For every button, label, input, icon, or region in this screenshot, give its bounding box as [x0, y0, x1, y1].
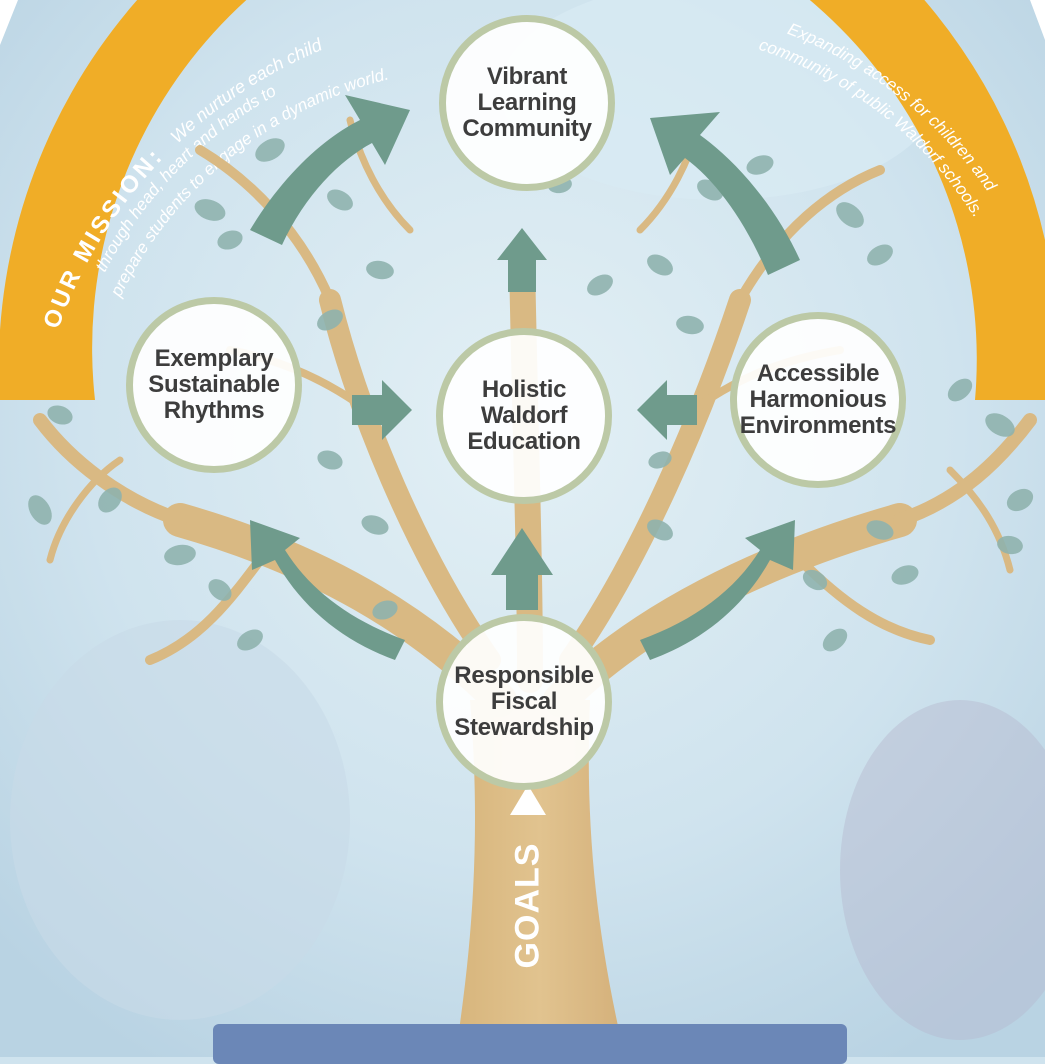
leaf [237, 629, 263, 651]
leaf [866, 520, 894, 540]
leaf [997, 535, 1023, 555]
leaf [647, 519, 673, 541]
leaf [647, 254, 673, 276]
goal-vibrant-learning-community: Vibrant Learning Community [439, 15, 615, 191]
arrow-bottom-to-right [640, 520, 795, 660]
leaf [587, 274, 613, 296]
goals-label: GOALS [508, 842, 547, 968]
leaf [867, 244, 893, 266]
leaf [317, 450, 343, 470]
branch [319, 289, 501, 671]
leaf [891, 565, 919, 585]
leaf [822, 628, 848, 652]
leaf [985, 413, 1015, 437]
bottom-bar [213, 1024, 847, 1064]
goal-label: Responsible Fiscal Stewardship [454, 662, 594, 741]
arc-corner-right [1030, 0, 1045, 40]
leaf [372, 600, 398, 620]
arrow-right-to-top [650, 112, 800, 275]
arrow-right-to-center [637, 380, 697, 440]
leaf [648, 451, 672, 469]
arrow-center-to-top [497, 228, 547, 292]
leaf [676, 315, 704, 335]
leaf [836, 202, 864, 228]
goals-arrow-icon [510, 785, 546, 815]
goals-label-container: GOALS [508, 820, 548, 990]
branch [893, 413, 1037, 527]
leaf [217, 230, 243, 250]
arrow-left-to-center [352, 380, 412, 440]
leaf [164, 544, 196, 566]
leaf [361, 515, 389, 535]
arrow-bottom-to-left [250, 520, 405, 660]
goal-label: Accessible Harmonious Environments [739, 360, 897, 439]
branch [145, 555, 265, 665]
leaf [98, 487, 122, 513]
branch [735, 165, 885, 305]
goal-responsible-fiscal-stewardship: Responsible Fiscal Stewardship [436, 614, 612, 790]
goal-label: Exemplary Sustainable Rhythms [148, 345, 280, 424]
leaf [317, 309, 343, 331]
goal-exemplary-sustainable-rhythms: Exemplary Sustainable Rhythms [126, 297, 302, 473]
leaf [746, 155, 774, 175]
arrows [250, 95, 800, 815]
arrow-left-to-top [250, 95, 410, 245]
arc-corner-left [0, 0, 18, 45]
goal-label: Holistic Waldorf Education [467, 376, 581, 455]
vision-arc-band [809, 0, 1045, 400]
watercolor-blot [500, 0, 940, 200]
mission-arc-band [0, 0, 247, 400]
leaf [28, 495, 52, 525]
goal-label: Vibrant Learning Community [462, 63, 592, 142]
leaf [802, 569, 828, 591]
leaves [28, 108, 1034, 652]
leaf [255, 138, 285, 162]
leaf [366, 260, 394, 280]
branch [559, 289, 751, 671]
arrow-bottom-to-center [491, 528, 553, 610]
watercolor-blot [840, 700, 1045, 1040]
goal-holistic-waldorf-education: Holistic Waldorf Education [436, 328, 612, 504]
watercolor-blot [10, 620, 350, 1020]
branch [946, 466, 1014, 574]
branch [46, 456, 124, 564]
leaf [947, 378, 973, 402]
tree-trunk [455, 700, 625, 1057]
leaf [1006, 488, 1034, 512]
leaf [194, 199, 226, 221]
goal-accessible-harmonious-environments: Accessible Harmonious Environments [730, 312, 906, 488]
leaf [327, 189, 353, 211]
leaf [208, 579, 232, 601]
leaf [47, 405, 73, 425]
